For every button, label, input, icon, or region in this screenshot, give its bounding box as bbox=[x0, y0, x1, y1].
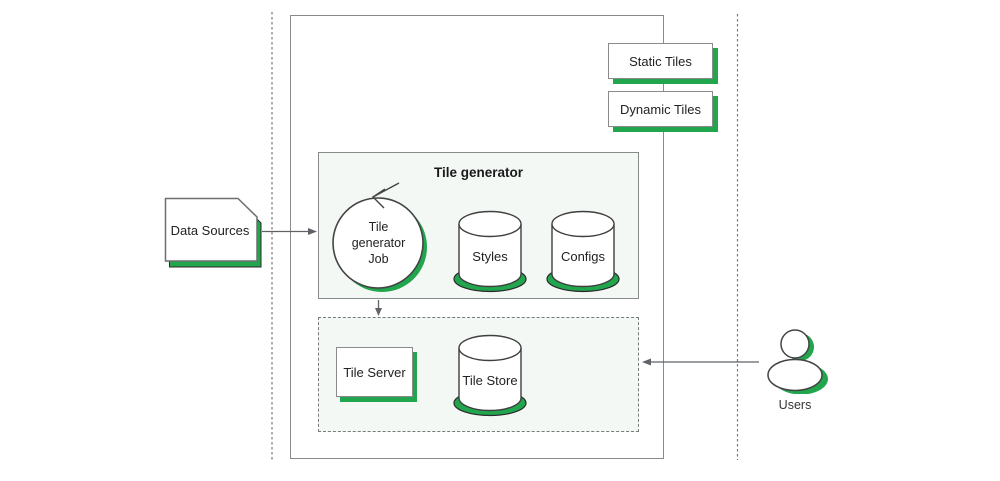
users-icon bbox=[767, 329, 828, 394]
users-label: Users bbox=[778, 398, 812, 412]
tile-server-node: Tile Server bbox=[336, 347, 413, 397]
data-sources-label: Data Sources bbox=[171, 223, 250, 238]
configs-store-node: Configs bbox=[546, 210, 620, 293]
tile-store-node: Tile Store bbox=[453, 334, 527, 417]
tile-generator-job-node bbox=[332, 182, 427, 292]
system-boundary-box bbox=[290, 15, 664, 459]
loop-arrow-icon bbox=[371, 182, 400, 209]
data-sources-node: Data Sources bbox=[164, 197, 262, 268]
tile-store-cylinder-body bbox=[458, 348, 522, 412]
styles-cylinder-body bbox=[458, 224, 522, 288]
dynamic-tiles-node: Dynamic Tiles bbox=[608, 91, 713, 127]
configs-cylinder-body bbox=[551, 224, 615, 288]
tile-store-cylinder-top bbox=[458, 334, 522, 362]
styles-label: Styles bbox=[472, 249, 508, 264]
job-circle bbox=[332, 197, 424, 289]
styles-cylinder-top bbox=[458, 210, 522, 238]
configs-label: Configs bbox=[561, 249, 606, 264]
job-label-line1: Tile bbox=[368, 220, 389, 234]
static-tiles-node: Static Tiles bbox=[608, 43, 713, 79]
styles-store-node: Styles bbox=[453, 210, 527, 293]
static-tiles-label: Static Tiles bbox=[629, 53, 692, 69]
tile-store-label: Tile Store bbox=[462, 373, 517, 388]
configs-cylinder-top bbox=[551, 210, 615, 238]
users-head bbox=[780, 329, 810, 359]
data-sources-card bbox=[164, 197, 258, 262]
job-label-line3: Job bbox=[368, 252, 389, 266]
tile-generator-group-title: Tile generator bbox=[433, 165, 524, 180]
job-label-line2: generator bbox=[351, 236, 406, 250]
users-body bbox=[767, 358, 823, 392]
tile-server-label: Tile Server bbox=[343, 364, 406, 380]
dynamic-tiles-label: Dynamic Tiles bbox=[620, 101, 701, 117]
tile-generator-job-label: Tile generator Job bbox=[330, 219, 427, 267]
